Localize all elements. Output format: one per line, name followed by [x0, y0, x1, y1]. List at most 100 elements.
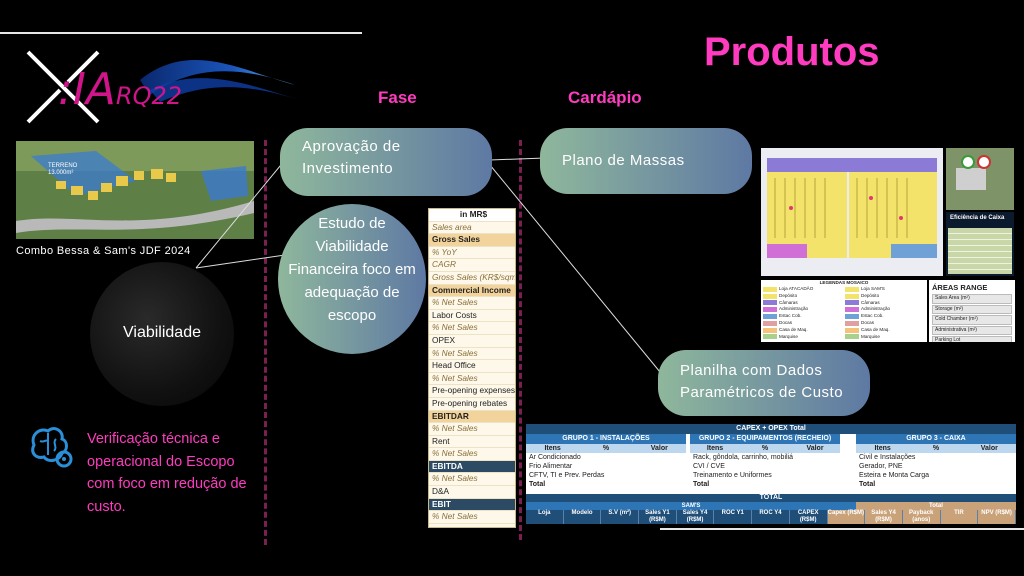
floor-plan-image [761, 148, 943, 276]
summary-column-header: Sales Y4 (R$M) [677, 510, 715, 524]
areas-title: ÁREAS RANGE [932, 283, 988, 292]
legend-item: Marquise [763, 334, 843, 341]
group-columns: Itens%Valor [856, 444, 1016, 453]
sheet-row: Pre-opening rebates [429, 398, 515, 411]
sheet-row: CAGR [429, 259, 515, 272]
sheet-row: % Net Sales [429, 423, 515, 436]
viabilidade-label: Viabilidade [123, 324, 201, 341]
summary-column-header: S.V (m²) [601, 510, 640, 524]
sheet-row: % Net Sales [429, 448, 515, 461]
sheet-row: Labor Costs [429, 310, 515, 323]
legend-label: Marquise [779, 333, 798, 339]
estudo-node: Estudo de Viabilidade Financeira foco em… [278, 204, 426, 354]
sheet-header: in MR$ [429, 209, 515, 222]
summary-column-header: CAPEX (R$M) [790, 510, 828, 524]
area-item: Sales Area (m²) [932, 294, 1012, 304]
summary-column-header: ROC Y1 [714, 510, 753, 524]
page-title: Produtos [704, 30, 880, 74]
legend-swatch [845, 327, 859, 333]
brain-gear-icon [28, 425, 76, 471]
sheet-row: EBIT [429, 498, 515, 512]
aprovacao-node: Aprovação de Investimento [280, 128, 492, 196]
legend-swatch [845, 320, 859, 326]
sheet-row: D&A [429, 486, 515, 499]
sheet-row: Rent [429, 436, 515, 449]
sheet-row: % Net Sales [429, 348, 515, 361]
area-item: Administrativa (m²) [932, 325, 1012, 336]
sheet-row: % Net Sales [429, 297, 515, 310]
area-item: Cold Chamber (m²) [932, 315, 1012, 325]
group-header: GRUPO 3 - CAIXA [856, 434, 1016, 444]
sheet-row: EBITDAR [429, 410, 515, 424]
group-row: Total [859, 481, 876, 488]
summary-column-header: ROC Y4 [752, 510, 790, 524]
sheet-row: Pre-opening expenses [429, 385, 515, 398]
legend-label: Estac Cob. [861, 313, 884, 319]
legend-item: Depósito [845, 293, 925, 300]
summary-column-header: Modelo [564, 510, 602, 524]
legend-item: Loja ATACADÃO [763, 286, 843, 293]
group-row: Gerador, PNE [859, 463, 903, 470]
group-row: Rack, gôndola, carrinho, mobiliá [693, 454, 793, 461]
site-photo: TERRENO 13.000m² [16, 141, 254, 239]
efficiency-panel: Eficiência de Caixa [946, 212, 1014, 276]
group-columns: Itens% Valor [690, 444, 840, 453]
legend-swatch [845, 286, 859, 292]
bottom-divider [660, 528, 1024, 530]
legend-swatch [763, 327, 777, 333]
legend-label: Depósito [861, 292, 880, 298]
cardapio-heading: Cardápio [568, 88, 642, 107]
group-column-header: Valor [650, 445, 668, 452]
dashed-separator-right [519, 140, 522, 540]
legend-item: Marquise [845, 334, 925, 341]
legend-swatch [763, 286, 777, 292]
dashed-separator-left [264, 140, 267, 545]
legend-label: Estac Cob. [779, 313, 802, 319]
logo-suffix: RQ22 [115, 82, 183, 110]
fase-heading: Fase [378, 88, 417, 107]
legend-item: Administração [763, 306, 843, 313]
sheet-row: EBITDA [429, 460, 515, 474]
sheet-row: Gross Sales (KR$/sqm) [429, 272, 515, 285]
group-column-header: % [761, 445, 769, 452]
summary-total-label: TOTAL [526, 494, 1016, 502]
info-text: Verificação técnica e operacional do Esc… [87, 431, 247, 515]
legend-item: Casa de Maq. [845, 327, 925, 334]
group-column-header: Itens [706, 445, 724, 452]
efficiency-table [948, 228, 1012, 274]
group-column-header: Valor [806, 445, 824, 452]
legend-label: Câmaras [861, 299, 880, 305]
efficiency-title: Eficiência de Caixa [950, 215, 1005, 221]
sheet-row: % Net Sales [429, 473, 515, 487]
legend-label: Administração [779, 306, 809, 312]
capex-title: CAPEX + OPEX Total [526, 424, 1016, 434]
legend-label: Depósito [779, 292, 798, 298]
planilha-node: Planilha com Dados Paramétricos de Custo [658, 350, 870, 416]
legend-label: Docas [861, 319, 875, 325]
legend-swatch [763, 307, 777, 313]
legend-label: Docas [779, 319, 793, 325]
sheet-row: % Net Sales [429, 511, 515, 524]
group-row: Ar Condicionado [529, 454, 581, 461]
group-row: CVI / CVE [693, 463, 725, 470]
legend-swatch [763, 334, 777, 340]
logo-wave-icon [26, 50, 300, 124]
legend-swatch [845, 307, 859, 313]
capex-group-2: GRUPO 2 - EQUIPAMENTOS (RECHEIO)Itens% Va… [690, 434, 840, 489]
legend-swatch [845, 293, 859, 299]
terrain-label: TERRENO 13.000m² [48, 163, 78, 176]
sheet-row: % Net Sales [429, 373, 515, 386]
sheet-row: Sales area [429, 222, 515, 235]
legend-item: Câmaras [845, 300, 925, 307]
legend-label: Câmaras [779, 299, 798, 305]
legend-item: Loja SAM'S [845, 286, 925, 293]
sheet-row: Gross Sales [429, 234, 515, 247]
group-header: GRUPO 2 - EQUIPAMENTOS (RECHEIO) [690, 434, 840, 444]
legend-swatch [845, 314, 859, 320]
